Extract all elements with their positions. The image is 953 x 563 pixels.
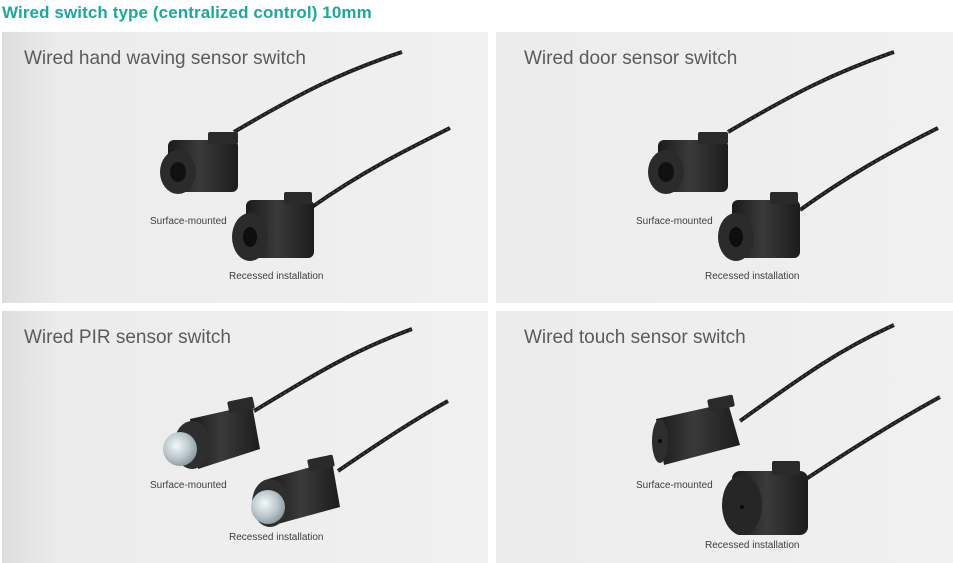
surface-mounted-device [163,396,260,469]
caption-surface-mounted: Surface-mounted [636,480,713,491]
surface-mounted-device [652,394,740,465]
recessed-device [232,192,314,261]
touch-sensor-image [652,323,941,535]
panel-door-sensor: Wired door sensor switch Surface-mounted… [496,32,953,303]
panel-touch-sensor: Wired touch sensor switch Surface-mounte… [496,311,953,563]
door-sensor-image [648,50,939,261]
caption-surface-mounted: Surface-mounted [150,216,227,227]
panel-title: Wired door sensor switch [524,48,738,69]
panel-hand-waving-sensor: Wired hand waving sensor switch Surface-… [2,32,488,303]
caption-recessed-installation: Recessed installation [705,540,800,551]
surface-mounted-device [648,132,728,194]
caption-surface-mounted: Surface-mounted [636,216,713,227]
panel-pir-sensor: Wired PIR sensor switch Surface-mounted … [2,311,488,563]
panel-title: Wired touch sensor switch [524,327,746,348]
surface-mounted-device [160,132,238,194]
caption-recessed-installation: Recessed installation [229,271,324,282]
page-title: Wired switch type (centralized control) … [2,3,372,22]
pir-sensor-image [163,327,449,527]
panel-title: Wired hand waving sensor switch [24,48,306,69]
caption-recessed-installation: Recessed installation [705,271,800,282]
hand-waving-sensor-image [160,50,451,261]
panel-title: Wired PIR sensor switch [24,327,231,348]
recessed-device [722,461,808,535]
recessed-device [718,192,800,261]
caption-surface-mounted: Surface-mounted [150,480,227,491]
recessed-device [251,454,340,527]
caption-recessed-installation: Recessed installation [229,532,324,543]
